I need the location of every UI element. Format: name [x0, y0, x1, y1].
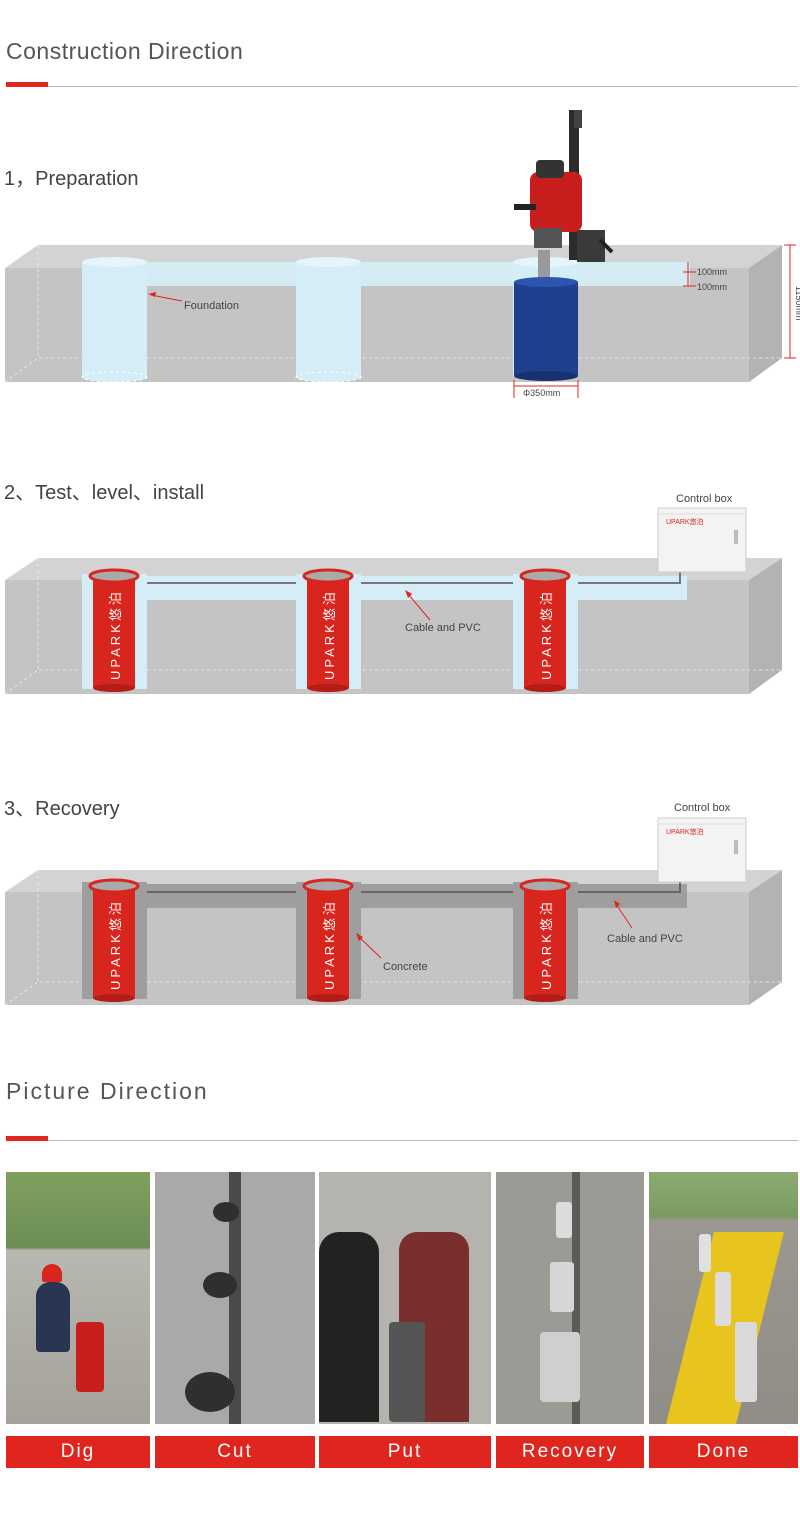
picture-label-cut: Cut — [155, 1436, 315, 1468]
cable-trench — [147, 262, 690, 286]
step-title-preparation: 1，Preparation — [4, 168, 139, 190]
foundation-pointer — [150, 294, 183, 302]
bollard: UPARK悠泊 — [88, 568, 140, 692]
photo-recovery — [496, 1172, 644, 1424]
picture-label-dig: Dig — [6, 1436, 150, 1468]
foundation-hole — [82, 262, 147, 377]
bollard: UPARK悠泊 — [88, 878, 140, 1002]
cable-label: Cable and PVC — [405, 622, 481, 634]
ground-top-face — [5, 558, 782, 580]
dimension-trench-width: 100mm — [697, 282, 727, 292]
svg-text:UPARK悠泊: UPARK悠泊 — [322, 589, 337, 680]
photo-cut — [155, 1172, 315, 1424]
svg-text:UPARK悠泊: UPARK悠泊 — [539, 899, 554, 990]
cable-pointer — [407, 593, 431, 621]
dimension-height: 1150mm — [794, 286, 800, 320]
svg-text:UPARK悠泊: UPARK悠泊 — [108, 589, 123, 680]
concrete-pointer — [357, 935, 382, 959]
foundation-hole — [296, 262, 361, 377]
cable-trench — [147, 576, 687, 600]
svg-text:UPARK悠泊: UPARK悠泊 — [666, 827, 704, 836]
control-box: UPARK悠泊 — [657, 817, 747, 883]
step-title-install: 2、Test、level、install — [4, 482, 205, 504]
svg-text:UPARK悠泊: UPARK悠泊 — [108, 899, 123, 990]
concrete-label: Concrete — [383, 961, 428, 973]
picture-label-done: Done — [649, 1436, 798, 1468]
section-title-picture: Picture Direction — [6, 1078, 209, 1104]
control-box-label: Control box — [674, 802, 731, 814]
dimension-diameter: Φ350mm — [523, 388, 560, 398]
control-box-label: Control box — [676, 493, 733, 505]
bollard: UPARK悠泊 — [519, 568, 571, 692]
picture-label-recovery: Recovery — [496, 1436, 644, 1468]
cable-pointer — [615, 903, 633, 929]
photo-dig — [6, 1172, 150, 1424]
install-diagram: UPARK悠泊 UPARK悠泊 UPARK悠泊 UPARK悠泊 Control … — [4, 493, 782, 695]
ground-side-face — [749, 245, 782, 382]
bollard: UPARK悠泊 — [302, 878, 354, 1002]
section-divider — [6, 1140, 798, 1141]
svg-text:UPARK悠泊: UPARK悠泊 — [539, 589, 554, 680]
cable-label: Cable and PVC — [607, 933, 683, 945]
picture-label-put: Put — [319, 1436, 491, 1468]
foundation-label: Foundation — [184, 300, 239, 312]
svg-text:UPARK悠泊: UPARK悠泊 — [666, 517, 704, 526]
section-accent-bar — [6, 82, 48, 87]
section-divider — [6, 86, 798, 87]
dimension-trench-depth: 100mm — [697, 267, 727, 277]
recovery-diagram: UPARK悠泊 UPARK悠泊 UPARK悠泊 UPARK悠泊 Control … — [4, 802, 782, 1006]
bollard: UPARK悠泊 — [302, 568, 354, 692]
svg-text:UPARK悠泊: UPARK悠泊 — [322, 899, 337, 990]
concrete-trench — [147, 884, 687, 908]
core-drill-machine — [514, 110, 614, 262]
preparation-diagram: Foundation 100mm 100mm 1150mm Φ350mm — [4, 110, 800, 398]
ground-side-face — [749, 870, 782, 1005]
control-box: UPARK悠泊 — [657, 507, 747, 573]
photo-put — [319, 1172, 491, 1424]
section-title-construction: Construction Direction — [6, 38, 244, 64]
photo-done — [649, 1172, 798, 1424]
core-drill-bit — [514, 250, 578, 381]
step-title-recovery: 3、Recovery — [4, 798, 120, 820]
section-accent-bar — [6, 1136, 48, 1141]
ground-side-face — [749, 558, 782, 694]
bollard: UPARK悠泊 — [519, 878, 571, 1002]
